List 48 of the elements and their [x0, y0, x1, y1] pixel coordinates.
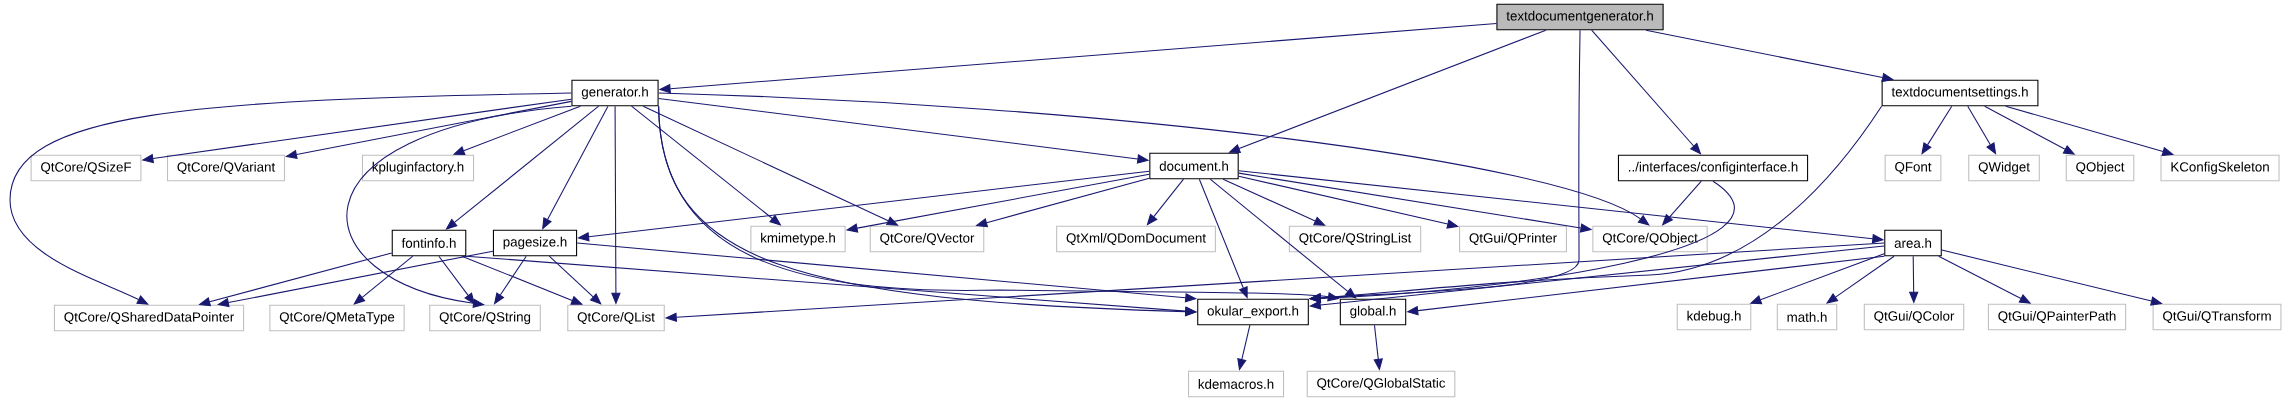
file-box: QtCore/QStringList	[1288, 225, 1422, 253]
arrow	[1967, 105, 1997, 155]
file-box: QtCore/QVariant	[167, 154, 286, 182]
file-box: global.h	[1339, 298, 1407, 326]
file-box: QtCore/QSizeF	[30, 154, 142, 182]
highlighted-file-box: textdocumentgenerator.h	[1496, 3, 1664, 31]
file-box: QWidget	[1968, 154, 2040, 182]
file-box: QtGui/QColor	[1863, 303, 1965, 331]
arrow	[1209, 178, 1357, 299]
file-box: QtCore/QGlobalStatic	[1306, 370, 1456, 398]
arrow	[347, 105, 572, 308]
arrow	[642, 105, 899, 226]
file-box: fontinfo.h	[391, 229, 467, 257]
arrow	[445, 105, 600, 230]
file-box: area.h	[1884, 229, 1942, 257]
arrow	[542, 105, 609, 230]
arrow	[1921, 105, 1953, 155]
file-box: QFont	[1884, 154, 1942, 182]
file-box: QObject	[2065, 154, 2135, 182]
file-box: generator.h	[571, 79, 659, 107]
file-box: QtCore/QString	[429, 304, 541, 332]
file-box: QtGui/QPainterPath	[1987, 303, 2127, 331]
file-box: okular_export.h	[1197, 298, 1309, 326]
arrow	[285, 100, 572, 160]
file-box: ../interfaces/configinterface.h	[1617, 154, 1809, 182]
file-box: textdocumentsettings.h	[1881, 79, 2039, 107]
file-box: QtCore/QVector	[869, 225, 985, 253]
file-box: QtGui/QTransform	[2152, 303, 2282, 331]
arrow	[658, 92, 1650, 226]
file-box: pagesize.h	[492, 229, 578, 257]
file-box: QtCore/QList	[567, 304, 665, 332]
arrow	[548, 255, 602, 305]
file-box: QtCore/QSharedDataPointer	[53, 304, 245, 332]
file-box: QtCore/QMetaType	[269, 304, 405, 332]
file-box: kpluginfactory.h	[361, 154, 475, 182]
file-box: math.h	[1776, 303, 1838, 331]
file-box: QtGui/QPrinter	[1459, 225, 1567, 253]
arrow	[1222, 178, 1326, 226]
file-box: kmimetype.h	[750, 225, 846, 253]
file-box: QtXml/QDomDocument	[1056, 225, 1216, 253]
arrow	[9, 92, 572, 305]
file-box: document.h	[1149, 152, 1239, 180]
arrow	[353, 255, 414, 305]
file-box: QtCore/QObject	[1592, 225, 1708, 253]
file-box: kdebug.h	[1676, 303, 1752, 331]
arrow	[1146, 178, 1185, 226]
file-box: KConfigSkeleton	[2160, 154, 2280, 182]
file-box: kdemacros.h	[1188, 370, 1285, 398]
